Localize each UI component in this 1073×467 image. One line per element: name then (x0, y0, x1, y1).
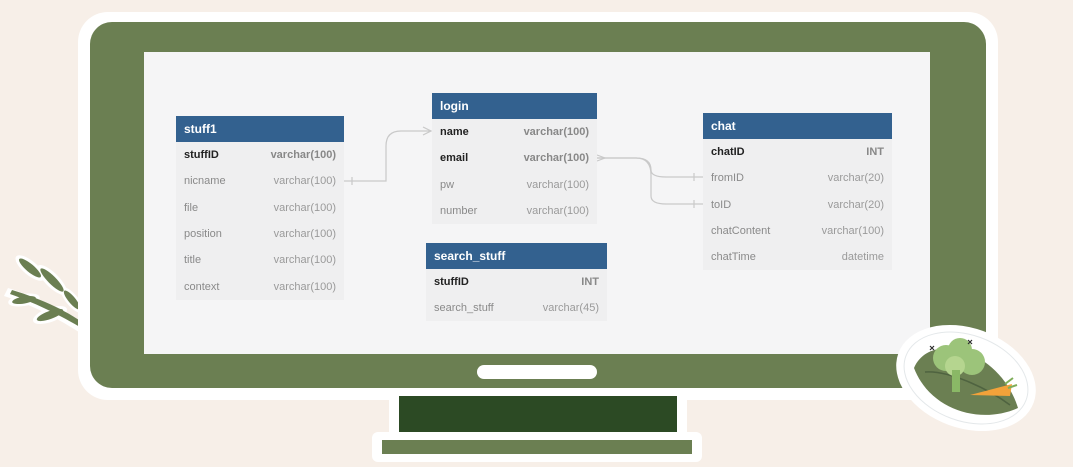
field-row[interactable]: toID varchar(20) (703, 192, 892, 218)
monitor-stand-neck (399, 396, 677, 432)
table-title: stuff1 (176, 116, 344, 142)
field-name: title (184, 254, 202, 267)
field-name: fromID (711, 172, 744, 185)
field-type: varchar(100) (273, 175, 336, 188)
field-type: INT (581, 276, 599, 289)
table-login[interactable]: login name varchar(100) email varchar(100)… (432, 93, 597, 224)
table-title: search_stuff (426, 243, 607, 269)
field-row[interactable]: context varchar(100) (176, 273, 344, 299)
field-type: datetime (841, 251, 884, 264)
field-row[interactable]: search_stuff varchar(45) (426, 295, 607, 321)
field-name: context (184, 280, 220, 293)
field-row[interactable]: chatTime datetime (703, 244, 892, 270)
field-row[interactable]: number varchar(100) (432, 198, 597, 224)
field-name: name (440, 126, 469, 139)
field-row[interactable]: stuffID varchar(100) (176, 142, 344, 168)
field-row[interactable]: chatContent varchar(100) (703, 218, 892, 244)
table-title: login (432, 93, 597, 119)
field-type: varchar(45) (542, 302, 599, 315)
field-type: varchar(100) (270, 149, 336, 162)
field-type: varchar(100) (273, 228, 336, 241)
field-row[interactable]: title varchar(100) (176, 247, 344, 273)
table-stuff1[interactable]: stuff1 stuffID varchar(100) nicname varcha… (176, 116, 344, 300)
field-type: varchar(100) (273, 254, 336, 267)
field-row[interactable]: fromID varchar(20) (703, 165, 892, 191)
field-type: varchar(100) (821, 225, 884, 238)
field-type: varchar(100) (526, 205, 589, 218)
field-row[interactable]: stuffID INT (426, 269, 607, 295)
field-name: nicname (184, 175, 226, 188)
field-type: varchar(100) (523, 152, 589, 165)
field-row[interactable]: nicname varchar(100) (176, 168, 344, 194)
field-name: chatID (711, 146, 745, 159)
table-chat[interactable]: chat chatID INT fromID varchar(20) toID var… (703, 113, 892, 270)
field-type: INT (866, 146, 884, 159)
field-row[interactable]: pw varchar(100) (432, 172, 597, 198)
field-name: chatContent (711, 225, 771, 238)
field-name: number (440, 205, 478, 218)
monitor-power-bar (477, 365, 597, 379)
field-name: file (184, 201, 199, 214)
field-row[interactable]: file varchar(100) (176, 195, 344, 221)
field-row[interactable]: position varchar(100) (176, 221, 344, 247)
monitor-base (382, 440, 692, 454)
field-type: varchar(20) (827, 198, 884, 211)
field-type: varchar(100) (273, 201, 336, 214)
field-name: search_stuff (434, 302, 494, 315)
field-type: varchar(100) (523, 126, 589, 139)
field-type: varchar(100) (273, 280, 336, 293)
field-row[interactable]: email varchar(100) (432, 145, 597, 171)
field-name: stuffID (434, 276, 469, 289)
field-name: chatTime (711, 251, 756, 264)
field-type: varchar(20) (827, 172, 884, 185)
field-name: position (184, 228, 222, 241)
table-title: chat (703, 113, 892, 139)
field-type: varchar(100) (526, 178, 589, 191)
field-name: email (440, 152, 469, 165)
field-name: stuffID (184, 149, 219, 162)
field-row[interactable]: chatID INT (703, 139, 892, 165)
field-name: toID (711, 198, 732, 211)
field-row[interactable]: name varchar(100) (432, 119, 597, 145)
field-name: pw (440, 178, 455, 191)
